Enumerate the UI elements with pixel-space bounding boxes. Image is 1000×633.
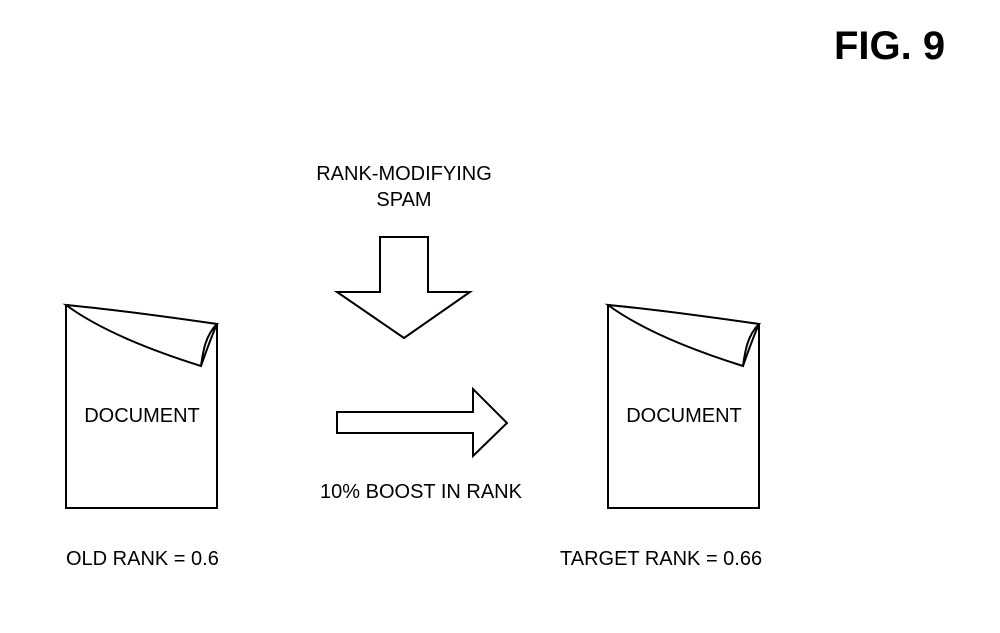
block-arrow-right-icon [336, 386, 509, 459]
boost-label: 10% BOOST IN RANK [320, 481, 523, 503]
right-document: DOCUMENT [604, 303, 762, 509]
spam-label-line-2: SPAM [376, 189, 431, 211]
left-document-icon [62, 303, 220, 509]
block-arrow-down-icon [333, 236, 474, 340]
figure-title: FIG. 9 [834, 24, 946, 68]
old-rank-caption: OLD RANK = 0.6 [66, 548, 219, 570]
right-document-label: DOCUMENT [626, 405, 742, 427]
target-rank-caption: TARGET RANK = 0.66 [560, 548, 762, 570]
spam-label-line-1: RANK-MODIFYING [316, 163, 492, 185]
left-document-label: DOCUMENT [84, 405, 200, 427]
right-document-icon [604, 303, 762, 509]
left-document: DOCUMENT [62, 303, 220, 509]
